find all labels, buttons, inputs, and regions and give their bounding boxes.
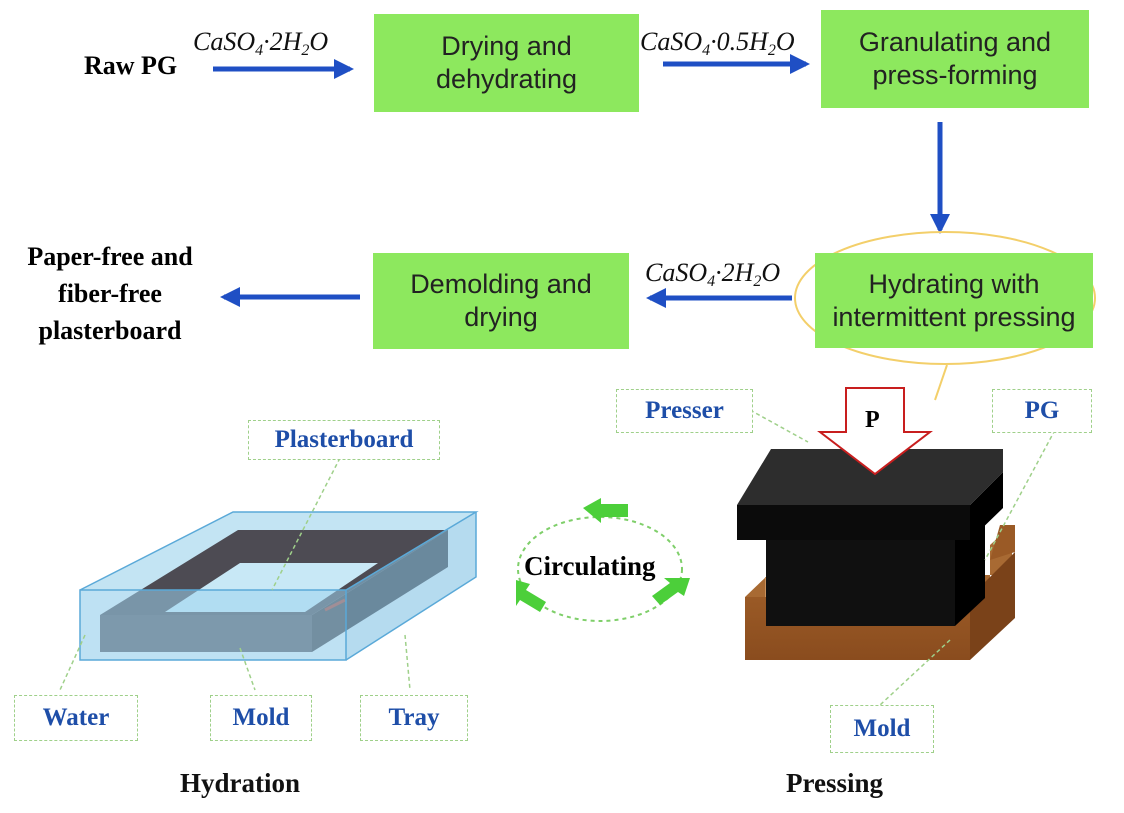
- circulating-label: Circulating: [524, 551, 656, 581]
- tag-pg: PG: [992, 389, 1092, 433]
- tag-presser: Presser: [616, 389, 753, 433]
- step-granulating-press-forming: Granulating and press-forming: [821, 10, 1089, 108]
- hydration-tray-illustration: [79, 511, 479, 661]
- pressing-illustration: [737, 387, 1015, 660]
- chem-formula-hemihydrate: CaSO4·0.5H2O: [640, 27, 795, 59]
- tag-mold-hydration: Mold: [210, 695, 312, 741]
- highlight-ellipse: [794, 231, 1096, 365]
- callout-pg: [984, 429, 1056, 561]
- tag-tray: Tray: [360, 695, 468, 741]
- chem-formula-dihydrate-2: CaSO4·2H2O: [645, 258, 781, 290]
- callout-water: [59, 634, 86, 691]
- callout-plasterboard: [271, 457, 341, 591]
- raw-pg-label: Raw PG: [84, 51, 178, 80]
- step-drying-dehydrating: Drying and dehydrating: [374, 14, 639, 112]
- circulating-cycle: [516, 498, 690, 622]
- callout-mold-pressing: [879, 639, 951, 706]
- step-demolding-drying: Demolding and drying: [373, 253, 629, 349]
- chem-formula-dihydrate-1: CaSO4·2H2O: [193, 27, 329, 59]
- callout-mold-hydration: [239, 647, 256, 691]
- caption-hydration: Hydration: [180, 768, 301, 798]
- step-hydrating-intermittent-pressing: Hydrating with intermittent pressing: [815, 253, 1093, 348]
- callout-presser: [749, 409, 809, 443]
- caption-pressing: Pressing: [786, 768, 884, 798]
- tag-water: Water: [14, 695, 138, 741]
- callout-line-hydrating: [934, 364, 948, 401]
- pressure-p-label: P: [865, 407, 880, 433]
- tag-mold-pressing: Mold: [830, 705, 934, 753]
- callout-tray: [404, 634, 411, 691]
- tag-plasterboard: Plasterboard: [248, 420, 440, 460]
- product-label: Paper-free and fiber-free plasterboard: [27, 242, 193, 345]
